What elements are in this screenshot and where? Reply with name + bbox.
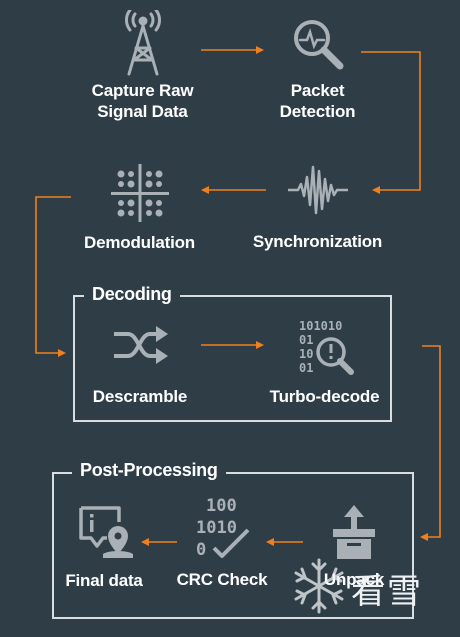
crc-digits-row2: 1010 (196, 518, 237, 538)
shuffle-icon (114, 326, 168, 364)
capture-label-line2: Signal Data (97, 102, 188, 121)
packet-node: Packet Detection (255, 10, 380, 122)
sync-label: Synchronization (252, 232, 383, 251)
binary-check-icon: 100 1010 0 (196, 496, 250, 560)
decoding-group (73, 295, 392, 422)
magnifier-pulse-icon (293, 20, 343, 70)
binary-search-icon: 101010 01 10 01 (299, 319, 354, 375)
arrow-demod-to-descramble (35, 196, 71, 357)
sync-node: Synchronization (245, 157, 390, 252)
post-processing-group (52, 472, 414, 619)
crc-digits-row1: 100 (206, 496, 237, 516)
decoding-group-title: Decoding (84, 284, 180, 305)
svg-text:01: 01 (299, 333, 313, 347)
waveform-icon (287, 165, 348, 215)
descramble-label: Descramble (92, 387, 188, 406)
demod-label: Demodulation (84, 233, 195, 252)
turbo-node: 101010 01 10 01 Turbo-decode (262, 318, 387, 407)
final-node: Final data (58, 504, 150, 591)
descramble-node: Descramble (85, 318, 195, 407)
svg-text:01: 01 (299, 361, 313, 375)
svg-text:10: 10 (299, 347, 313, 361)
packet-label-line1: Packet (290, 81, 345, 100)
final-label: Final data (65, 571, 143, 590)
packet-label-line2: Detection (279, 102, 356, 121)
crc-digits-row3: 0 (196, 540, 206, 560)
turbo-label: Turbo-decode (269, 387, 380, 406)
watermark-text: 看雪 (351, 572, 423, 612)
open-box-icon (333, 505, 375, 559)
capture-node: Capture Raw Signal Data (70, 10, 215, 122)
arrow-turbo-to-unpack (420, 345, 441, 541)
info-location-icon (79, 506, 133, 558)
svg-text:101010: 101010 (299, 319, 342, 333)
arrow-packet-to-sync (361, 51, 421, 194)
capture-label-line1: Capture Raw (91, 81, 194, 100)
demod-node: Demodulation (72, 160, 207, 253)
antenna-tower-icon (124, 10, 161, 76)
post-processing-group-title: Post-Processing (72, 460, 226, 481)
snowflake-icon (294, 558, 344, 614)
crc-label: CRC Check (176, 570, 268, 589)
crc-node: 100 1010 0 CRC Check (172, 494, 272, 590)
constellation-icon (110, 164, 169, 222)
